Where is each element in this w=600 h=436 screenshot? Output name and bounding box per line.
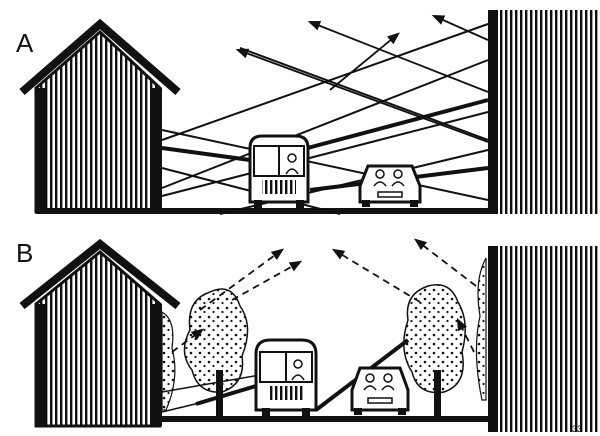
bus-icon — [248, 134, 310, 208]
panel-a: A — [16, 10, 600, 215]
panel-label-a: A — [16, 28, 34, 58]
panel-b: B — [16, 238, 600, 434]
panel-label-b: B — [16, 238, 33, 268]
hedge-right — [475, 257, 487, 401]
ground-line — [36, 208, 498, 214]
tall-building-icon — [488, 10, 600, 214]
car-icon — [350, 366, 410, 415]
ground-line — [160, 416, 490, 422]
house-icon — [19, 18, 181, 214]
sound-rays-a — [161, 23, 489, 215]
tall-building-icon — [488, 246, 600, 432]
sound-ray-arrow-icon — [235, 14, 489, 143]
car-icon — [358, 164, 422, 207]
tree-icon — [403, 284, 466, 418]
sound-ray-arrow-icon — [171, 238, 477, 353]
corner-mark: 33 — [572, 424, 582, 434]
house-icon — [19, 238, 181, 428]
tree-icon — [183, 288, 249, 418]
bus-icon — [254, 338, 318, 416]
hedge-left — [161, 310, 176, 411]
